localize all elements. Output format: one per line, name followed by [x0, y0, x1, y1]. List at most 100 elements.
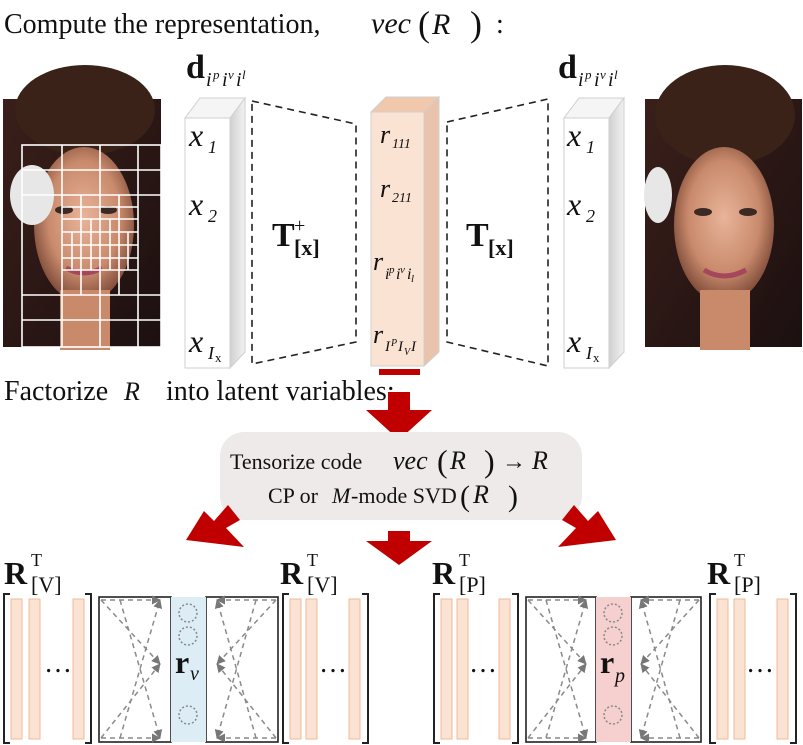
- svg-text:R: R: [123, 377, 140, 406]
- svg-text:I: I: [384, 339, 391, 355]
- heading-compute: Compute the representation, vec ( R ) :: [4, 4, 504, 44]
- factor-matrix-1: …: [3, 593, 92, 744]
- latent-p-sub: p: [613, 665, 625, 687]
- svg-text:x: x: [566, 186, 581, 222]
- process-paren-open: (: [437, 443, 448, 479]
- svg-text:[P]: [P]: [459, 572, 486, 597]
- svg-text:d: d: [558, 49, 577, 86]
- operator-forward: T [x]: [446, 97, 549, 368]
- svg-text:I: I: [397, 339, 404, 355]
- svg-text:[V]: [V]: [31, 572, 62, 597]
- svg-text:i: i: [608, 69, 614, 91]
- latent-block-v: r v: [98, 595, 279, 743]
- heading-compute-arg: R: [431, 8, 450, 41]
- arrow-down-center: [366, 531, 432, 565]
- svg-text:p: p: [388, 264, 395, 276]
- data-vector-left-entries: x 1 x 2 x I x: [188, 117, 222, 365]
- svg-text:i: i: [407, 266, 411, 283]
- svg-text:R: R: [531, 446, 548, 475]
- heading-compute-vec: vec: [371, 7, 411, 40]
- factor-label-3: R T [P]: [432, 550, 486, 597]
- svg-text:→: →: [502, 449, 526, 475]
- factor-matrix-3: …: [433, 593, 519, 744]
- svg-text:I: I: [585, 343, 593, 363]
- svg-text:…: …: [746, 648, 774, 679]
- data-vector-left: [184, 96, 246, 370]
- svg-text:CP or: CP or: [268, 483, 319, 508]
- svg-text:Factorize: Factorize: [4, 376, 108, 407]
- svg-text:p: p: [584, 67, 592, 82]
- heading-compute-colon: :: [496, 9, 504, 40]
- svg-text:+: +: [294, 215, 305, 237]
- svg-text:[x]: [x]: [488, 235, 514, 260]
- svg-text:R: R: [432, 555, 456, 591]
- svg-text:P: P: [390, 338, 397, 349]
- svg-text:R: R: [449, 446, 466, 475]
- coefficient-vector-entries: r 111 r 211 r i p i v i l r I P I V I: [373, 120, 417, 358]
- svg-text:211: 211: [392, 191, 412, 206]
- svg-text:[P]: [P]: [734, 572, 761, 597]
- latent-v-base: r: [175, 644, 189, 680]
- svg-text:i: i: [236, 69, 242, 91]
- data-vector-right-entries: x 1 x 2 x I x: [566, 117, 600, 365]
- svg-text:T: T: [734, 550, 745, 570]
- svg-text:v: v: [228, 67, 234, 82]
- svg-text:v: v: [600, 67, 606, 82]
- heading-compute-text: Compute the representation,: [4, 9, 320, 40]
- svg-text:r: r: [380, 120, 391, 149]
- face-image-reconstructed: [644, 65, 802, 350]
- svg-text:M: M: [331, 483, 352, 508]
- svg-text:i: i: [594, 69, 600, 91]
- svg-text:R: R: [4, 555, 28, 591]
- data-vector-right: [563, 96, 625, 370]
- svg-text:l: l: [614, 67, 618, 82]
- svg-text:…: …: [44, 648, 72, 679]
- svg-text:T: T: [31, 550, 42, 570]
- svg-text:2: 2: [208, 206, 217, 226]
- face-image-gridded: [3, 65, 162, 350]
- svg-text:R: R: [280, 555, 304, 591]
- svg-text:V: V: [404, 347, 412, 358]
- face-grid: [21, 144, 162, 348]
- latent-v-sub: v: [190, 663, 199, 685]
- svg-text:i: i: [206, 69, 212, 91]
- operator-pseudoinverse: T + [x]: [251, 100, 357, 365]
- svg-text:1: 1: [208, 137, 217, 157]
- svg-text:r: r: [380, 174, 391, 203]
- svg-text:I: I: [207, 343, 215, 363]
- svg-text:v: v: [400, 264, 405, 276]
- heading-compute-paren-open: (: [418, 4, 430, 44]
- svg-text:p: p: [212, 67, 220, 82]
- svg-text:T: T: [459, 550, 470, 570]
- svg-text:i: i: [578, 69, 584, 91]
- svg-text:…: …: [469, 648, 497, 679]
- svg-text:111: 111: [392, 137, 411, 152]
- svg-text:i: i: [222, 69, 228, 91]
- svg-text:x: x: [566, 117, 581, 153]
- svg-text:i: i: [385, 266, 389, 283]
- factor-label-2: R T [V]: [280, 550, 338, 597]
- svg-text:l: l: [242, 67, 246, 82]
- coefficient-vector: [369, 95, 441, 368]
- svg-text:R: R: [707, 555, 731, 591]
- process-paren-close: ): [484, 443, 495, 479]
- svg-text:T: T: [466, 217, 489, 254]
- process-paren2-open: (: [460, 480, 470, 513]
- arrow-down-right: [558, 505, 616, 547]
- svg-text:-mode SVD: -mode SVD: [351, 483, 457, 508]
- svg-text:vec: vec: [393, 446, 428, 475]
- svg-text:[x]: [x]: [294, 235, 320, 260]
- svg-text:r: r: [373, 320, 384, 349]
- svg-text:x: x: [215, 350, 222, 365]
- svg-text:l: l: [411, 273, 414, 285]
- svg-text:into latent variables:: into latent variables:: [166, 376, 395, 407]
- svg-text:x: x: [566, 323, 581, 359]
- svg-text:1: 1: [586, 137, 595, 157]
- svg-text:i: i: [396, 266, 400, 283]
- svg-text:I: I: [410, 339, 417, 355]
- svg-text:d: d: [186, 49, 205, 86]
- process-box: Tensorize code vec ( R ) → R CP or M -mo…: [220, 432, 582, 520]
- factor-matrix-2: …: [282, 593, 369, 744]
- data-vector-left-label: d i p i v i l: [186, 49, 246, 91]
